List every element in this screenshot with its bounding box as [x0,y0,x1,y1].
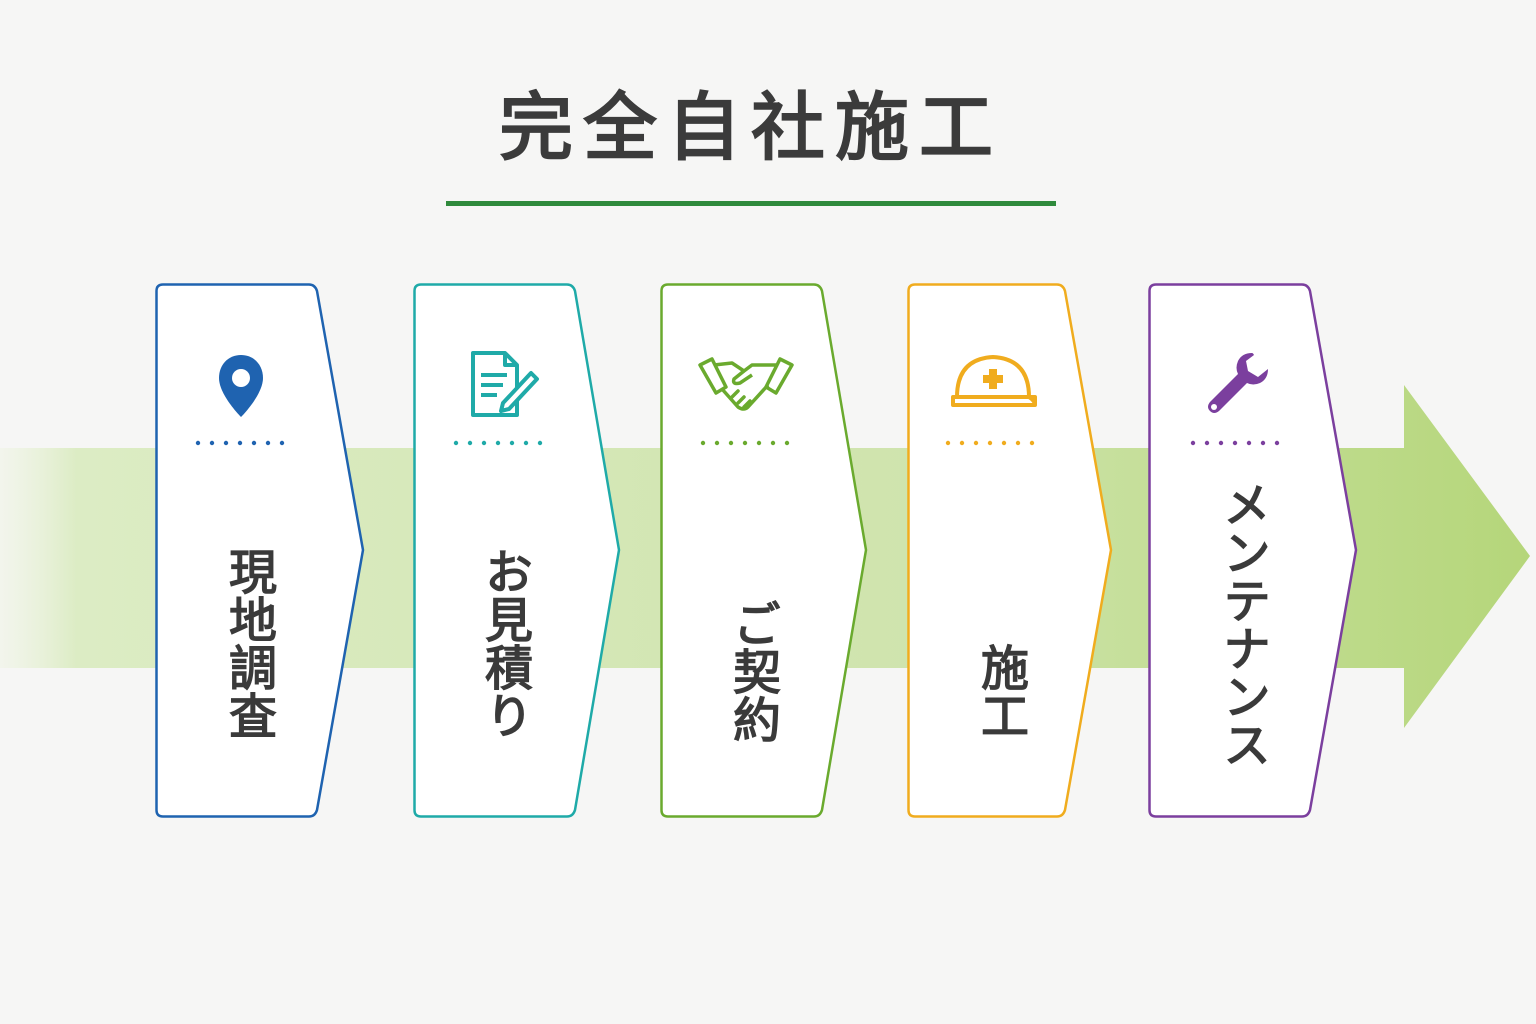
dotted-divider [700,440,790,446]
step-estimate: お見積り [413,283,625,818]
handshake-icon [698,357,794,411]
step-maintenance: メンテナンス [1148,283,1360,818]
dotted-divider [1190,440,1280,446]
step-card [413,283,621,818]
wrench-icon [1208,353,1268,413]
step-card [155,283,365,818]
step-card [1148,283,1358,818]
step-card [907,283,1113,818]
step-label: 現地調査 [220,547,276,739]
step-card [660,283,868,818]
step-label: 施工 [972,643,1028,739]
step-label: メンテナンス [1214,480,1270,768]
title-underline [446,201,1056,206]
dotted-divider [945,440,1035,446]
page-title: 完全自社施工 [499,85,1003,171]
step-label: ご契約 [724,599,780,743]
document-pen-icon [471,351,539,417]
dotted-divider [453,440,543,446]
step-label: お見積り [476,547,532,739]
step-contract: ご契約 [660,283,872,818]
dotted-divider [195,440,285,446]
hard-hat-icon [951,355,1037,407]
step-construction: 施工 [907,283,1119,818]
location-pin-icon [219,355,263,417]
step-site-survey: 現地調査 [155,283,367,818]
